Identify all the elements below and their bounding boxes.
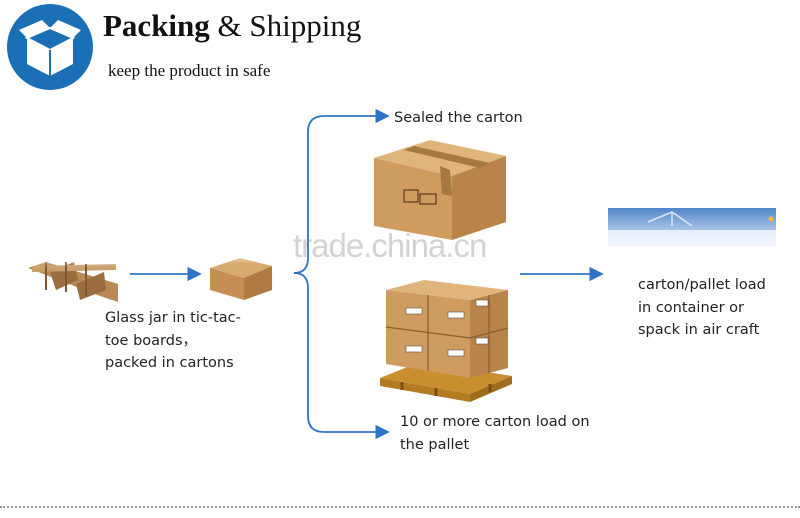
label-shipping-line: spack in air craft [638, 322, 760, 338]
bracket-arrow-down [293, 272, 390, 440]
title-rest: & Shipping [217, 8, 362, 43]
label-shipping-line: in container or [638, 299, 744, 316]
bracket-arrow-up [293, 108, 390, 274]
bottom-divider [0, 506, 800, 508]
label-shipping-line: carton/pallet load [638, 277, 766, 293]
label-sealed-carton: Sealed the carton [394, 110, 523, 126]
shipping-image [608, 208, 776, 246]
open-box-icon [19, 20, 81, 76]
brand-logo [7, 4, 93, 90]
label-pallet-line: the pallet [400, 436, 470, 453]
title-bold: Packing [103, 8, 210, 43]
label-pallet: 10 or more carton load on the pallet [400, 411, 590, 456]
label-glass-jar-line: toe boards， [105, 332, 198, 349]
page-subtitle: keep the product in safe [108, 61, 271, 80]
label-glass-jar-line: packed in cartons [105, 355, 234, 371]
divider-board-image [28, 246, 128, 302]
label-glass-jar-line: Glass jar in tic-tac- [105, 310, 241, 326]
pallet-image [380, 280, 512, 402]
page-title: Packing & Shipping [103, 8, 361, 44]
watermark: trade.china.cn [293, 227, 487, 264]
label-glass-jar: Glass jar in tic-tac- toe boards， packed… [105, 307, 241, 375]
label-pallet-line: 10 or more carton load on [400, 414, 590, 430]
label-shipping: carton/pallet load in container or spack… [638, 274, 766, 342]
sealed-carton-image [374, 140, 506, 240]
small-carton-image [206, 248, 276, 300]
